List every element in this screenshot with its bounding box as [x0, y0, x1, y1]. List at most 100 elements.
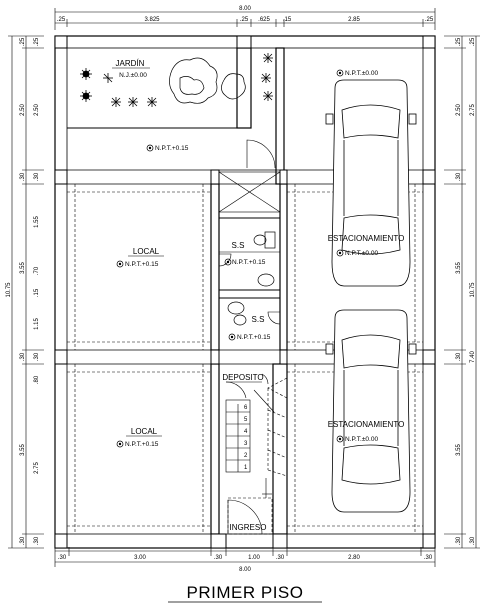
dim-bottom-total: 8.00 — [239, 567, 251, 573]
sink-icon — [257, 273, 275, 287]
dim-left-i3: .30 — [34, 172, 40, 181]
dim-left-i8: .30 — [34, 352, 40, 361]
estacionamiento-1-level: N.P.T.±0.00 — [345, 250, 378, 257]
entrance: INGRESO — [227, 497, 273, 535]
parking-2: ESTACIONAMIENTO N.P.T.±0.00 — [328, 420, 405, 443]
local-2-label: LOCAL — [131, 427, 158, 436]
dim-right-i1: .25 — [456, 37, 462, 46]
plan-title: PRIMER PISO — [187, 583, 304, 602]
dim-right-o7: .30 — [470, 536, 476, 545]
step-3: 3 — [244, 441, 248, 447]
plant-icons — [80, 53, 273, 107]
step-6: 6 — [244, 405, 248, 411]
step-4: 4 — [244, 429, 248, 435]
garden-area: JARDÍN N.J.±0.00 — [80, 53, 276, 169]
dim-right-o1: .25 — [470, 37, 476, 46]
dim-left-o5: .30 — [20, 352, 26, 361]
dim-bottom-seg-3: .30 — [214, 555, 223, 561]
dim-left-i5: .70 — [34, 266, 40, 275]
level-marker-icon — [116, 260, 124, 268]
dim-bottom-seg-5: .30 — [276, 555, 285, 561]
dim-top-total: 8.00 — [239, 6, 251, 12]
dim-left-i10: 2.75 — [34, 462, 40, 474]
ss-1-label: S.S — [232, 241, 245, 250]
estacionamiento-2-label: ESTACIONAMIENTO — [328, 420, 405, 429]
local-1-label: LOCAL — [133, 247, 160, 256]
dim-right-o2: 2.75 — [470, 104, 476, 116]
dim-top-seg-5: .15 — [283, 17, 292, 23]
dim-right-o6: 3.55 — [456, 444, 462, 456]
dim-top-seg-1: .25 — [57, 17, 66, 23]
bathroom-1: S.S N.P.T.+0.15 — [218, 231, 276, 287]
step-5: 5 — [244, 417, 248, 423]
room-local-1: LOCAL N.P.T.+0.15 — [116, 247, 164, 268]
dim-left-i9: .80 — [34, 375, 40, 384]
dim-right-i6: .30 — [456, 536, 462, 545]
dimension-right: 10.75 .25 2.50 .30 3.55 .30 3.55 .30 2.7… — [444, 35, 480, 549]
parking-top-level: N.P.T.±0.00 — [345, 70, 378, 77]
car-icon — [325, 309, 417, 513]
dimension-top: 8.00 .25 3.825 .25 .625 .15 2.85 .25 — [54, 6, 436, 30]
dim-top-seg-4: .625 — [258, 17, 270, 23]
dim-top-seg-6: 2.85 — [348, 17, 360, 23]
step-2: 2 — [244, 453, 248, 459]
dim-left-o4: 3.55 — [20, 262, 26, 274]
dim-right-i5: .30 — [456, 352, 462, 361]
dim-left-o1: .25 — [20, 37, 26, 46]
dim-left-i6: .15 — [34, 288, 40, 297]
level-marker-icon — [116, 440, 124, 448]
level-marker-icon — [228, 333, 236, 341]
dim-right-total: 10.75 — [470, 282, 476, 298]
step-1: 1 — [244, 465, 248, 471]
ss-2-level: N.P.T.+0.15 — [237, 334, 271, 341]
ingreso-label: INGRESO — [230, 523, 267, 532]
room-local-2: LOCAL N.P.T.+0.15 — [116, 427, 162, 448]
dim-top-seg-7: .25 — [425, 17, 434, 23]
deposito-label: DEPOSITO — [222, 373, 263, 382]
level-marker-icon — [146, 144, 154, 152]
dim-right-i2: 2.50 — [456, 104, 462, 116]
sink-icon — [227, 301, 245, 315]
local-1-level: N.P.T.+0.15 — [125, 261, 159, 268]
car-icon — [325, 79, 417, 287]
dim-bottom-seg-1: .30 — [58, 555, 67, 561]
dim-left-i11: .30 — [34, 536, 40, 545]
dim-bottom-seg-2: 3.00 — [134, 555, 146, 561]
level-marker-icon — [336, 249, 344, 257]
dim-bottom-seg-7: .30 — [424, 555, 433, 561]
dim-left-i1: .25 — [34, 37, 40, 46]
jardin-label: JARDÍN — [116, 59, 145, 68]
dim-right-i3: .30 — [456, 172, 462, 181]
toilet-icon — [233, 314, 247, 326]
dim-top-seg-3: .25 — [240, 17, 249, 23]
ss-1-level: N.P.T.+0.15 — [232, 259, 266, 266]
dim-left-o3: .30 — [20, 172, 26, 181]
dimension-left: 10.75 .25 2.50 .30 3.55 .30 3.55 .30 .25… — [6, 35, 44, 549]
dim-left-o6: 3.55 — [20, 444, 26, 456]
dim-left-o2: 2.50 — [20, 104, 26, 116]
dim-right-o5: 7.40 — [470, 351, 476, 363]
dim-bottom-seg-6: 2.80 — [348, 555, 360, 561]
toilet-icon — [253, 234, 267, 246]
dim-left-i2: 2.50 — [34, 104, 40, 116]
estacionamiento-1-label: ESTACIONAMIENTO — [328, 234, 405, 243]
dim-left-i7: 1.15 — [34, 318, 40, 330]
npt-top-label: N.P.T.+0.15 — [155, 145, 189, 152]
structural-columns — [54, 35, 436, 549]
shrub-icon — [221, 73, 246, 100]
jardin-level: N.J.±0.00 — [119, 72, 147, 79]
tree-icon — [169, 57, 218, 104]
staircase: DEPOSITO 6 5 4 3 2 1 — [222, 373, 288, 498]
estacionamiento-2-level: N.P.T.±0.00 — [345, 436, 378, 443]
dim-right-i4: 3.55 — [456, 262, 462, 274]
dim-bottom-seg-4: 1.00 — [248, 555, 260, 561]
parking-1: ESTACIONAMIENTO N.P.T.±0.00 — [328, 234, 405, 257]
dimension-bottom: .30 3.00 .30 1.00 .30 2.80 .30 8.00 — [54, 546, 436, 573]
ss-2-label: S.S — [252, 315, 265, 324]
level-marker-icon — [336, 69, 344, 77]
local-2-level: N.P.T.+0.15 — [125, 441, 159, 448]
dim-left-total: 10.75 — [6, 282, 12, 298]
dim-left-o7: .30 — [20, 536, 26, 545]
dim-top-seg-2: 3.825 — [144, 17, 160, 23]
